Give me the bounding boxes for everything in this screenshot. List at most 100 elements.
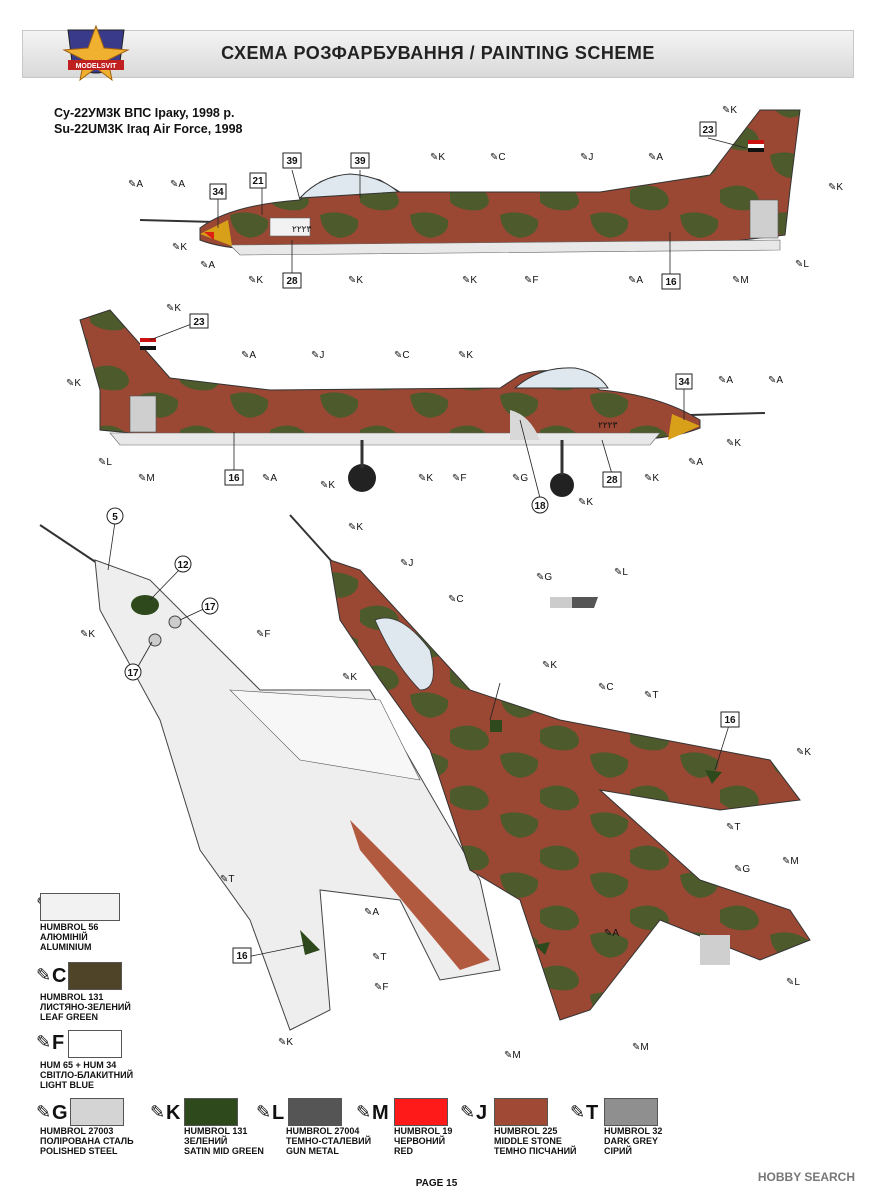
svg-text:5: 5 — [112, 512, 118, 523]
svg-text:✎K: ✎K — [80, 629, 95, 640]
subtitle-line-ua: Су-22УМ3К ВПС Іраку, 1998 р. — [54, 106, 235, 120]
brush-icon: ✎ — [570, 1102, 586, 1122]
svg-text:✎A: ✎A — [628, 275, 643, 286]
svg-text:✎M: ✎M — [732, 275, 749, 286]
svg-text:12: 12 — [177, 560, 189, 571]
callout-16-top-view: 16 — [720, 711, 740, 728]
svg-text:✎F: ✎F — [524, 275, 539, 286]
watermark-text: HOBBY SEARCH — [757, 1170, 855, 1184]
top-view — [289, 514, 811, 1021]
svg-text:28: 28 — [286, 276, 298, 287]
svg-text:16: 16 — [236, 951, 248, 962]
underside-view — [39, 524, 501, 1031]
callout-21: 21 — [249, 172, 267, 189]
svg-text:17: 17 — [127, 668, 139, 679]
leader-lines — [107, 137, 747, 959]
brush-icon: ✎ — [150, 1102, 166, 1122]
svg-text:✎C: ✎C — [394, 350, 410, 361]
svg-text:✎F: ✎F — [452, 473, 467, 484]
svg-text:✎K: ✎K — [796, 747, 811, 758]
svg-text:✎K: ✎K — [430, 152, 445, 163]
swatch-c — [68, 962, 122, 990]
svg-text:✎K: ✎K — [66, 378, 81, 389]
swatch-g — [70, 1098, 124, 1126]
svg-text:✎K: ✎K — [166, 303, 181, 314]
svg-text:✎J: ✎J — [400, 558, 413, 569]
svg-text:23: 23 — [193, 317, 205, 328]
svg-text:✎A: ✎A — [364, 907, 379, 918]
svg-text:✎G: ✎G — [512, 473, 528, 484]
brush-icon: ✎ — [36, 1102, 52, 1122]
side-view-right: ۲۲۲۳ — [79, 309, 766, 497]
brush-icon: ✎ — [356, 1102, 372, 1122]
svg-text:۲۲۲۳: ۲۲۲۳ — [292, 224, 312, 234]
swatch-k — [184, 1098, 238, 1126]
swatch-f — [68, 1030, 122, 1058]
svg-text:✎A: ✎A — [241, 350, 256, 361]
callout-34-side: 34 — [675, 373, 693, 390]
svg-text:39: 39 — [286, 156, 298, 167]
svg-text:✎A: ✎A — [128, 179, 143, 190]
svg-text:✎C: ✎C — [598, 682, 614, 693]
svg-text:✎M: ✎M — [504, 1050, 521, 1061]
svg-text:✎K: ✎K — [278, 1037, 293, 1048]
svg-text:21: 21 — [252, 176, 264, 187]
callout-16-side: 16 — [224, 469, 244, 486]
svg-text:✎A: ✎A — [648, 152, 663, 163]
svg-text:۲۲۲۳: ۲۲۲۳ — [598, 420, 618, 430]
svg-text:34: 34 — [678, 377, 690, 388]
svg-text:✎L: ✎L — [614, 567, 628, 578]
callout-16-top: 16 — [661, 273, 681, 290]
svg-text:✎K: ✎K — [348, 275, 363, 286]
svg-text:✎L: ✎L — [795, 259, 809, 270]
svg-text:✎K: ✎K — [578, 497, 593, 508]
svg-text:16: 16 — [724, 715, 736, 726]
svg-text:✎A: ✎A — [688, 457, 703, 468]
svg-text:✎C: ✎C — [448, 594, 464, 605]
svg-text:16: 16 — [665, 277, 677, 288]
paint-letter-callouts: ✎A ✎A ✎K ✎A ✎K ✎K ✎K ✎F ✎A ✎M ✎L ✎K ✎C ✎… — [66, 105, 843, 1061]
svg-text:34: 34 — [212, 187, 224, 198]
swatch-m — [394, 1098, 448, 1126]
page-title: СХЕМА РОЗФАРБУВАННЯ / PAINTING SCHEME — [221, 43, 655, 63]
callout-17-b: 17 — [124, 663, 142, 681]
svg-text:✎K: ✎K — [348, 522, 363, 533]
svg-text:✎K: ✎K — [458, 350, 473, 361]
svg-text:✎K: ✎K — [722, 105, 737, 116]
svg-text:16: 16 — [228, 473, 240, 484]
svg-text:✎K: ✎K — [828, 182, 843, 193]
callout-39-b: 39 — [350, 152, 370, 169]
modelsvit-logo: MODELSVIT — [62, 24, 130, 82]
swatch-j — [494, 1098, 548, 1126]
callout-12: 12 — [174, 555, 192, 573]
svg-text:23: 23 — [702, 125, 714, 136]
svg-text:✎T: ✎T — [726, 822, 741, 833]
svg-text:✎J: ✎J — [311, 350, 324, 361]
svg-text:✎M: ✎M — [138, 473, 155, 484]
svg-text:✎K: ✎K — [462, 275, 477, 286]
svg-text:✎G: ✎G — [734, 864, 750, 875]
svg-text:✎L: ✎L — [98, 457, 112, 468]
aircraft-subtitle: Су-22УМ3К ВПС Іраку, 1998 р. Su-22UM3K I… — [54, 105, 243, 137]
svg-text:✎M: ✎M — [632, 1042, 649, 1053]
svg-text:✎T: ✎T — [220, 874, 235, 885]
svg-text:✎T: ✎T — [644, 690, 659, 701]
svg-text:✎K: ✎K — [418, 473, 433, 484]
svg-text:✎A: ✎A — [768, 375, 783, 386]
brush-icon: ✎ — [460, 1102, 476, 1122]
brush-icon: ✎ — [36, 965, 52, 985]
svg-text:✎K: ✎K — [644, 473, 659, 484]
callout-23-top: 23 — [699, 121, 717, 137]
svg-text:18: 18 — [534, 501, 546, 512]
brush-icon: ✎ — [36, 1032, 52, 1052]
swatch-l — [288, 1098, 342, 1126]
svg-text:17: 17 — [204, 602, 216, 613]
page-header: СХЕМА РОЗФАРБУВАННЯ / PAINTING SCHEME — [22, 30, 854, 78]
callout-5: 5 — [106, 507, 124, 525]
svg-text:39: 39 — [354, 156, 366, 167]
svg-text:✎M: ✎M — [782, 856, 799, 867]
callout-18: 18 — [531, 496, 549, 514]
svg-text:✎A: ✎A — [170, 179, 185, 190]
svg-text:✎C: ✎C — [490, 152, 506, 163]
